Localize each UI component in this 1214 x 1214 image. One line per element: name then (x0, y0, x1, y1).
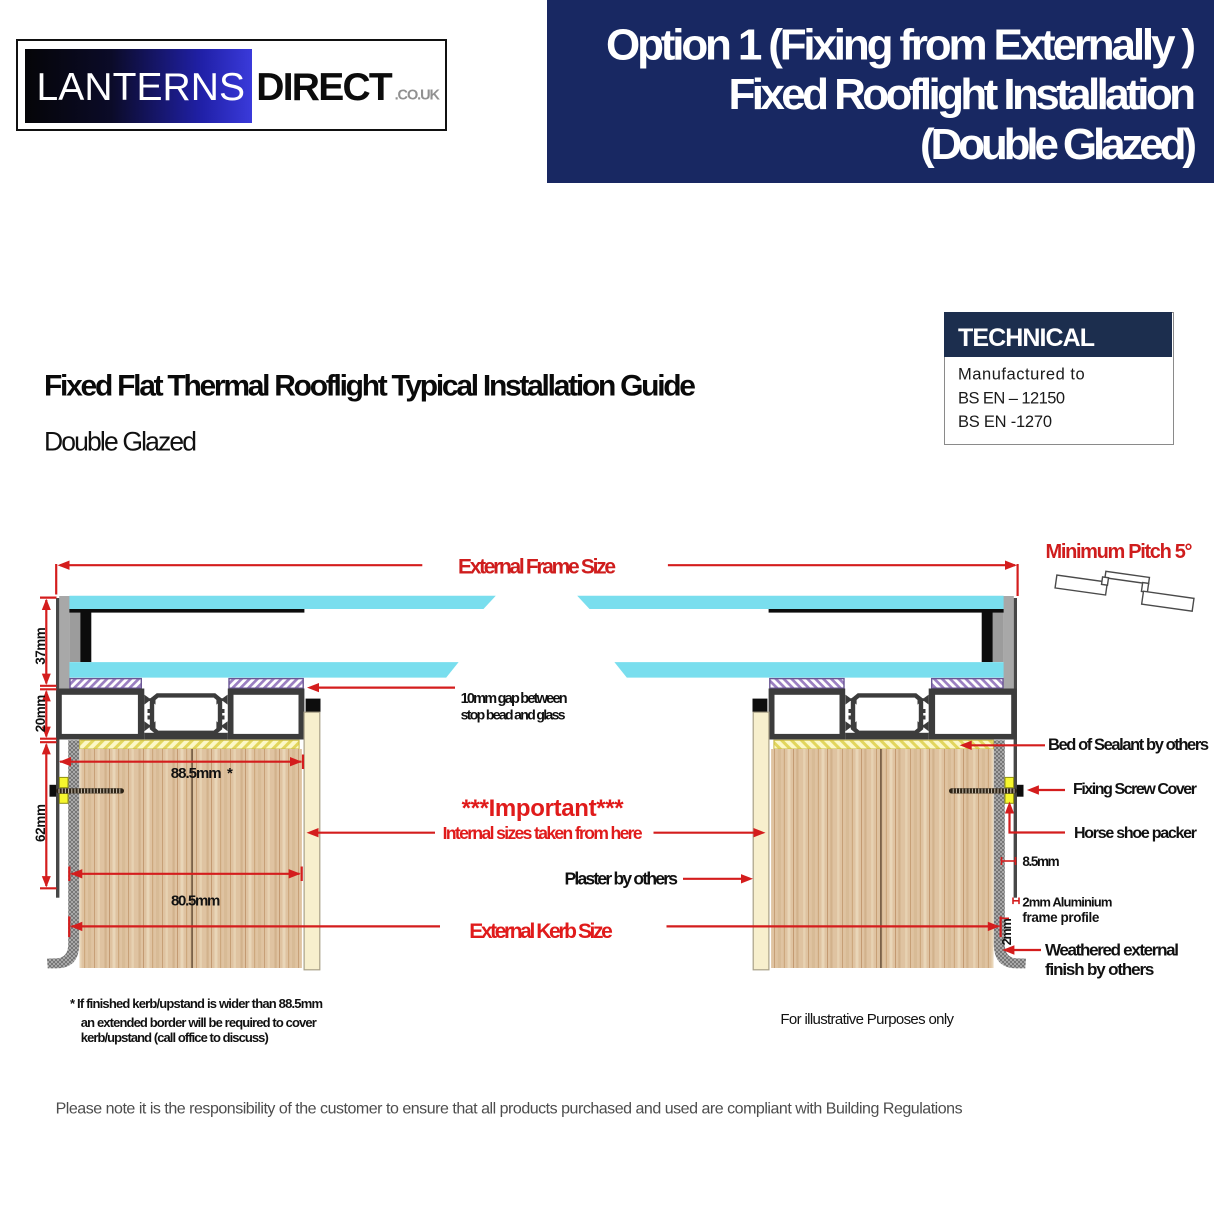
svg-text:80.5mm: 80.5mm (171, 893, 220, 910)
svg-text:62mm: 62mm (33, 804, 48, 842)
svg-text:BS EN -1270: BS EN -1270 (958, 413, 1052, 431)
svg-text:an extended border will be req: an extended border will be required to c… (81, 1015, 317, 1030)
svg-text:External Frame Size: External Frame Size (458, 556, 616, 579)
svg-text:Double Glazed: Double Glazed (44, 427, 197, 457)
svg-text:Minimum Pitch 5°: Minimum Pitch 5° (1046, 541, 1193, 563)
svg-text:Fixing Screw Cover: Fixing Screw Cover (1073, 781, 1197, 798)
svg-text:20mm: 20mm (33, 695, 48, 733)
svg-text:TECHNICAL: TECHNICAL (958, 324, 1095, 352)
svg-text:For illustrative Purposes only: For illustrative Purposes only (780, 1011, 954, 1028)
svg-text:stop bead and glass: stop bead and glass (461, 707, 566, 723)
svg-text:Weathered external: Weathered external (1045, 941, 1179, 960)
svg-text:8.5mm: 8.5mm (1022, 854, 1059, 869)
svg-text:DIRECT: DIRECT (256, 66, 393, 109)
svg-text:finish by others: finish by others (1045, 960, 1154, 979)
svg-text:2mm Aluminium: 2mm Aluminium (1022, 895, 1112, 910)
svg-text:Option 1 (Fixing from External: Option 1 (Fixing from Externally ) (606, 21, 1196, 70)
svg-text:Manufactured to: Manufactured to (958, 366, 1085, 384)
svg-text:2mm: 2mm (1000, 918, 1014, 945)
svg-text:***Important***: ***Important*** (462, 795, 625, 822)
svg-text:10mm gap between: 10mm gap between (461, 691, 568, 707)
svg-text:kerb/upstand (call office to d: kerb/upstand (call office to discuss) (81, 1030, 269, 1045)
svg-text:LANTERNS: LANTERNS (37, 66, 246, 109)
svg-text:* If finished kerb/upstand is: * If finished kerb/upstand is wider than… (70, 996, 323, 1011)
svg-text:88.5mm *: 88.5mm * (171, 765, 233, 782)
svg-text:BS EN – 12150: BS EN – 12150 (958, 390, 1065, 408)
svg-text:Internal sizes taken from here: Internal sizes taken from here (443, 823, 643, 843)
svg-text:External Kerb Size: External Kerb Size (469, 920, 613, 943)
svg-text:Fixed Rooflight Installation: Fixed Rooflight Installation (729, 70, 1197, 119)
svg-text:(Double Glazed): (Double Glazed) (920, 120, 1197, 169)
svg-text:frame profile: frame profile (1022, 910, 1099, 925)
svg-text:37mm: 37mm (33, 627, 48, 665)
svg-text:Bed of Sealant by others: Bed of Sealant by others (1048, 736, 1209, 754)
svg-text:.CO.UK: .CO.UK (395, 88, 441, 104)
svg-text:Fixed Flat Thermal Rooflight T: Fixed Flat Thermal Rooflight Typical Ins… (44, 370, 696, 403)
svg-text:Please note it is the responsi: Please note it is the responsibility of … (56, 1101, 963, 1118)
svg-text:Horse shoe packer: Horse shoe packer (1074, 825, 1197, 842)
svg-text:Plaster by others: Plaster by others (565, 869, 679, 889)
